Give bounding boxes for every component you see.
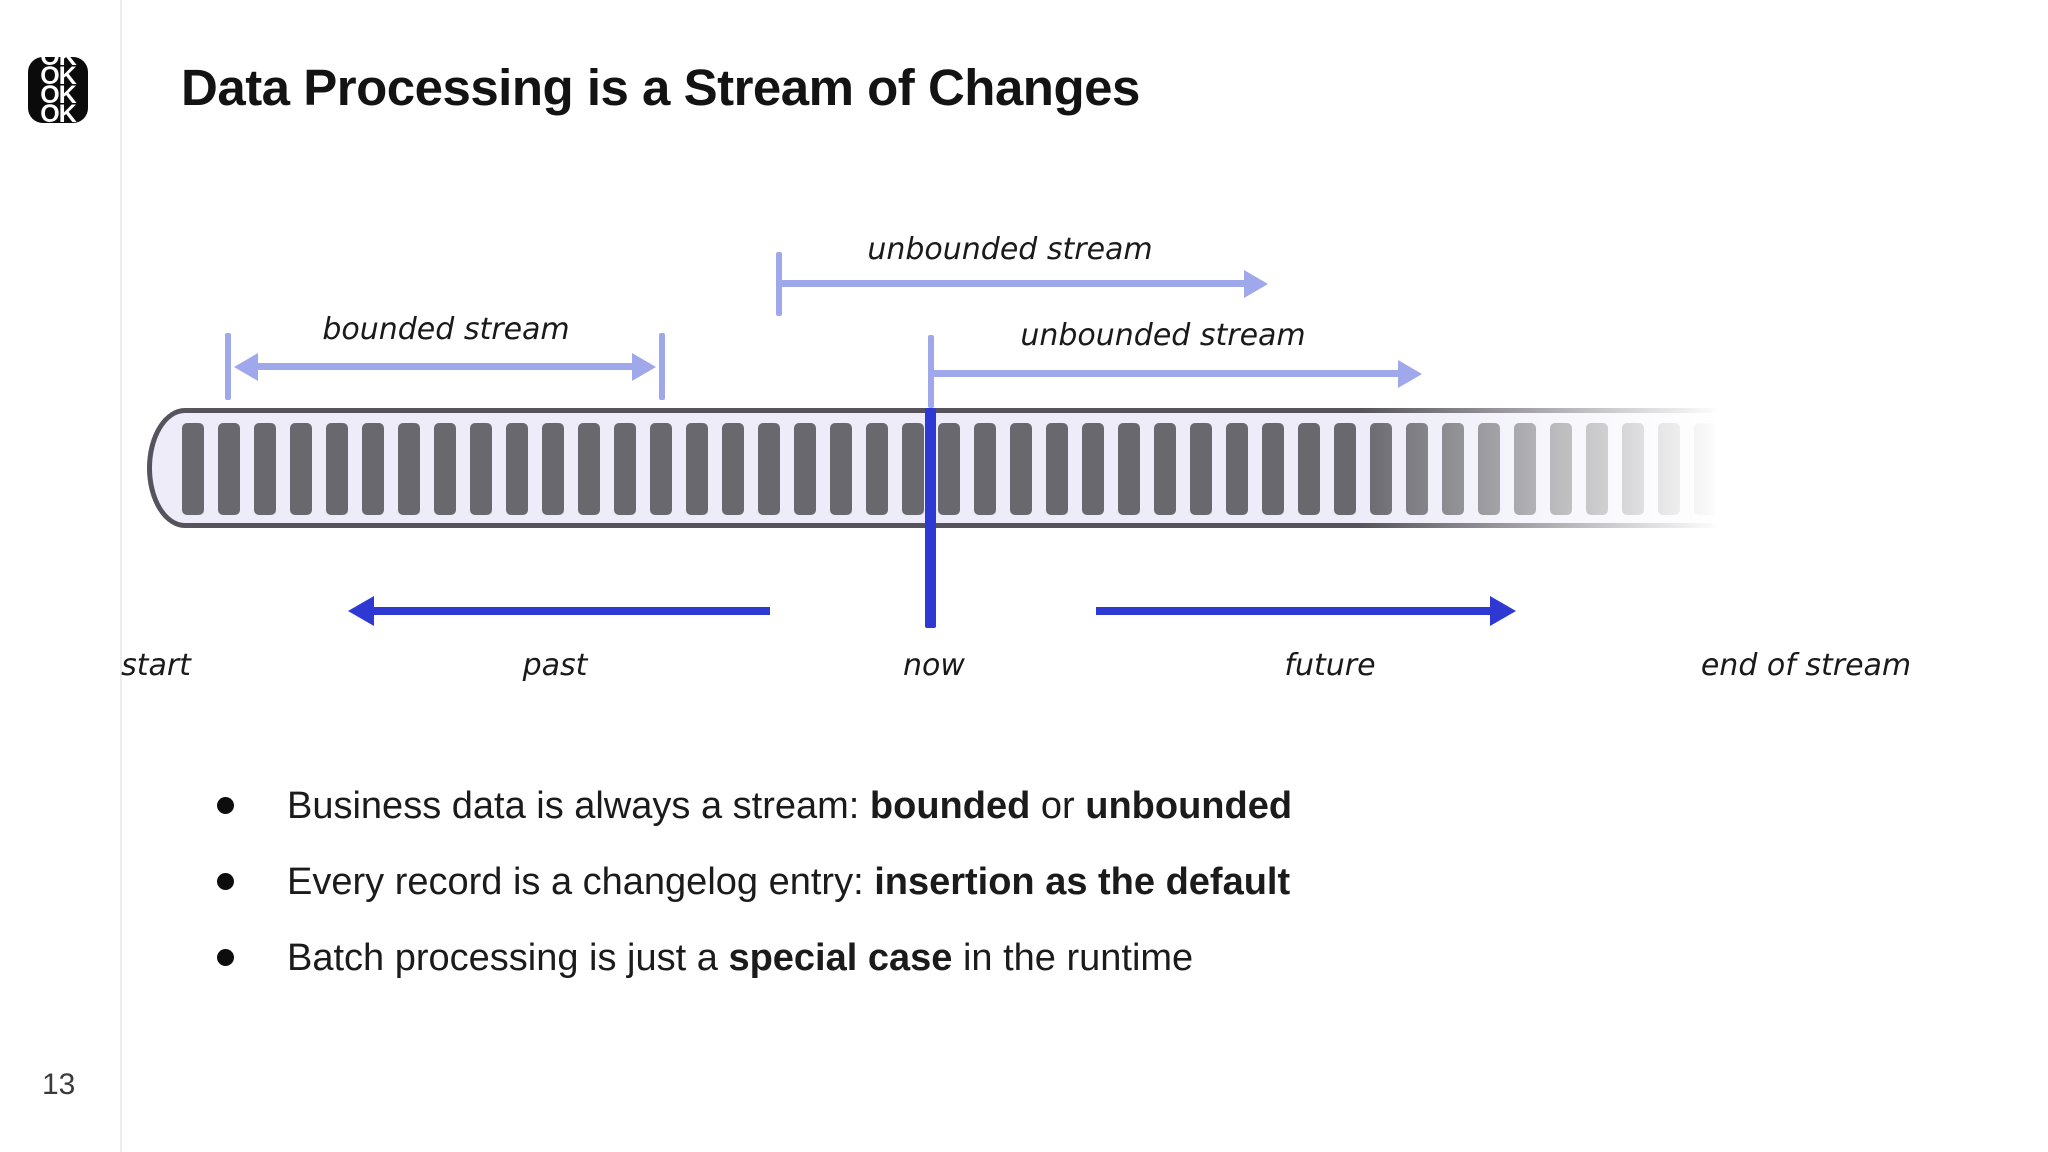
bullet-text: Batch processing is just a bbox=[287, 937, 729, 979]
list-item: Every record is a changelog entry: inser… bbox=[209, 844, 1292, 920]
label-future: future bbox=[1284, 648, 1376, 683]
changelog-record-bar bbox=[1082, 423, 1104, 515]
stream-tube-fade bbox=[1360, 393, 1800, 545]
bullet-dot-icon bbox=[217, 797, 234, 814]
label-past: past bbox=[522, 648, 588, 683]
changelog-record-bar bbox=[722, 423, 744, 515]
bullet-text: Every record is a changelog entry: bbox=[287, 861, 875, 903]
changelog-record-bar bbox=[1046, 423, 1068, 515]
label-unbounded-stream-right: unbounded stream bbox=[1020, 318, 1306, 353]
arrow-bounded-line bbox=[254, 363, 635, 370]
bullet-list: Business data is always a stream: bounde… bbox=[209, 768, 1292, 996]
changelog-record-bar bbox=[578, 423, 600, 515]
changelog-record-bar bbox=[362, 423, 384, 515]
bullet-text-bold: bounded bbox=[869, 785, 1031, 827]
tick-bounded-right bbox=[659, 333, 665, 400]
left-divider bbox=[120, 0, 122, 1152]
changelog-record-bar bbox=[794, 423, 816, 515]
arrow-future-line bbox=[1096, 607, 1492, 615]
changelog-record-bar bbox=[758, 423, 780, 515]
changelog-record-bar bbox=[218, 423, 240, 515]
arrow-unbounded-right-line bbox=[931, 370, 1398, 377]
slide-title: Data Processing is a Stream of Changes bbox=[181, 59, 1140, 116]
tick-bounded-left bbox=[225, 333, 231, 400]
page-number: 13 bbox=[42, 1068, 76, 1101]
changelog-record-bar bbox=[542, 423, 564, 515]
logo-text-row: OK bbox=[40, 62, 77, 90]
bullet-dot-icon bbox=[217, 873, 234, 890]
arrow-bounded-left-head-icon bbox=[234, 353, 258, 381]
bullet-text-bold: insertion as the default bbox=[874, 861, 1291, 903]
label-end-of-stream: end of stream bbox=[1700, 648, 1912, 683]
changelog-record-bar bbox=[470, 423, 492, 515]
now-marker-line bbox=[925, 408, 936, 628]
changelog-record-bar bbox=[938, 423, 960, 515]
bullet-text: or bbox=[1030, 785, 1086, 827]
changelog-record-bar bbox=[650, 423, 672, 515]
changelog-record-bar bbox=[290, 423, 312, 515]
changelog-record-bar bbox=[1118, 423, 1140, 515]
changelog-record-bar bbox=[830, 423, 852, 515]
label-start: start bbox=[121, 648, 191, 683]
changelog-record-bar bbox=[902, 423, 924, 515]
changelog-record-bar bbox=[1154, 423, 1176, 515]
changelog-record-bar bbox=[1334, 423, 1356, 515]
list-item: Business data is always a stream: bounde… bbox=[209, 768, 1292, 844]
changelog-record-bar bbox=[1298, 423, 1320, 515]
changelog-record-bar bbox=[182, 423, 204, 515]
changelog-record-bar bbox=[398, 423, 420, 515]
label-bounded-stream: bounded stream bbox=[322, 312, 570, 347]
changelog-record-bar bbox=[254, 423, 276, 515]
bullet-text-bold: unbounded bbox=[1085, 785, 1293, 827]
list-item: Batch processing is just a special case … bbox=[209, 920, 1292, 996]
changelog-record-bar bbox=[974, 423, 996, 515]
arrow-unbounded-top-line bbox=[779, 280, 1245, 287]
bullet-text-bold: special case bbox=[728, 937, 953, 979]
changelog-record-bar bbox=[1010, 423, 1032, 515]
bullet-text: Business data is always a stream: bbox=[287, 785, 870, 827]
changelog-record-bar bbox=[866, 423, 888, 515]
arrow-unbounded-right-head-icon bbox=[1398, 360, 1422, 388]
changelog-record-bar bbox=[326, 423, 348, 515]
changelog-record-bar bbox=[614, 423, 636, 515]
logo-text-row: OK bbox=[40, 81, 77, 109]
changelog-record-bar bbox=[1226, 423, 1248, 515]
changelog-record-bar bbox=[434, 423, 456, 515]
bullet-text: in the runtime bbox=[952, 937, 1194, 979]
arrow-bounded-right-head-icon bbox=[632, 353, 656, 381]
label-unbounded-stream-top: unbounded stream bbox=[867, 232, 1153, 267]
arrow-past-head-icon bbox=[348, 596, 374, 626]
changelog-record-bar bbox=[686, 423, 708, 515]
changelog-record-bar bbox=[506, 423, 528, 515]
logo-text-row: OK bbox=[40, 100, 77, 124]
changelog-record-bar bbox=[1262, 423, 1284, 515]
arrow-future-head-icon bbox=[1490, 596, 1516, 626]
arrow-unbounded-top-head-icon bbox=[1244, 270, 1268, 298]
label-now: now bbox=[903, 648, 965, 683]
arrow-past-line bbox=[372, 607, 770, 615]
bullet-dot-icon bbox=[217, 949, 234, 966]
logo-text-row: OK bbox=[40, 57, 77, 71]
changelog-record-bar bbox=[1190, 423, 1212, 515]
